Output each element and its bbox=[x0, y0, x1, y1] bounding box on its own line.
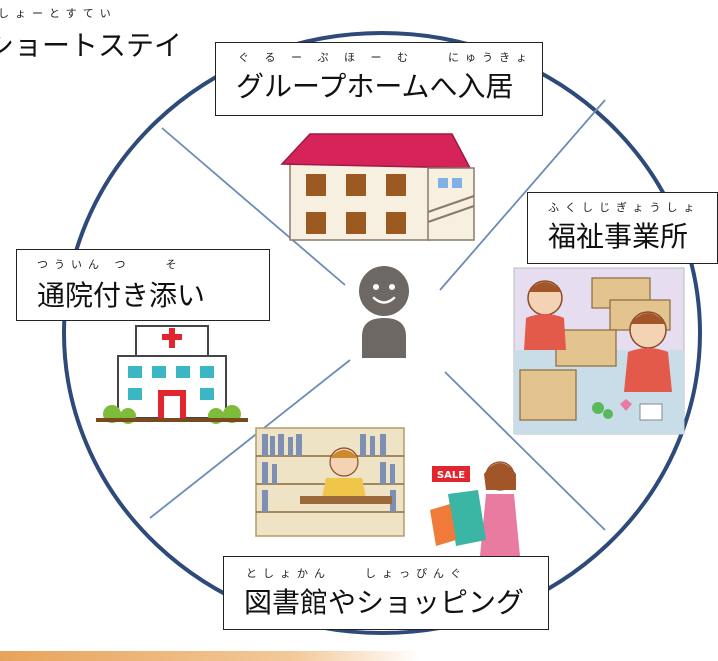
label-hospital-escort: つういん つ そ 通院付き添い bbox=[16, 249, 270, 321]
spoke-upper-right bbox=[439, 99, 606, 291]
welfare-text: 福祉事業所 bbox=[548, 220, 689, 253]
group-home-text: グループホームへ入居 bbox=[236, 70, 514, 103]
shopping-icon: SALE bbox=[430, 461, 520, 556]
label-library-shopping: としょかん しょっぴんぐ 図書館やショッピング bbox=[223, 556, 549, 630]
support-circle bbox=[62, 31, 702, 635]
label-welfare-office: ふくしじぎょうしょ 福祉事業所 bbox=[527, 192, 718, 264]
hospital-ruby: つういん つ そ bbox=[37, 258, 183, 271]
spoke-upper-left bbox=[161, 127, 346, 286]
workplace-icon bbox=[513, 267, 685, 435]
welfare-ruby: ふくしじぎょうしょ bbox=[548, 201, 701, 214]
sale-sign-text: SALE bbox=[437, 470, 465, 481]
short-stay-ruby: しょーとすてい bbox=[0, 7, 117, 20]
group-home-ruby: ぐ る ー ぷ ほ ー む にゅうきょ bbox=[238, 51, 533, 64]
hospital-text: 通院付き添い bbox=[37, 279, 206, 312]
spoke-lower-left bbox=[149, 359, 351, 519]
library-shopping-text: 図書館やショッピング bbox=[244, 586, 525, 619]
person-icon bbox=[359, 266, 409, 358]
short-stay-text: ショートステイ bbox=[0, 29, 183, 62]
bottom-accent-bar bbox=[0, 651, 420, 661]
spokes bbox=[149, 99, 606, 531]
label-group-home: ぐ る ー ぷ ほ ー む にゅうきょ グループホームへ入居 bbox=[215, 42, 543, 116]
library-icon bbox=[255, 427, 405, 537]
house-icon bbox=[280, 133, 475, 241]
spoke-lower-right bbox=[444, 371, 606, 531]
hospital-icon bbox=[96, 325, 248, 424]
library-shopping-ruby: としょかん しょっぴんぐ bbox=[246, 567, 467, 580]
